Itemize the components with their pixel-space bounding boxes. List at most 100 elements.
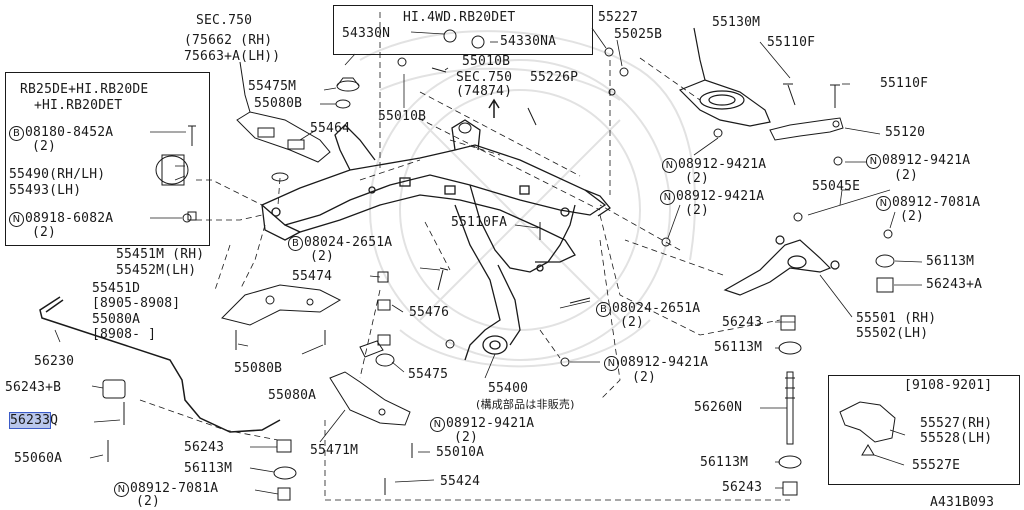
link-arm-55120 [769,117,844,141]
qty-n9421-e: (2) [454,430,479,445]
label-56233Q: 56233Q [8,412,59,429]
label-56243-c: 56243 [722,480,763,495]
nut-mark-icon: N [866,154,881,169]
nut-mark-icon: N [430,417,445,432]
leader-lines [54,27,923,495]
crossmember [260,119,611,361]
bolt-mark-icon: B [288,236,303,251]
label-55080B-b: 55080B [234,361,283,376]
mount-55527 [839,401,896,456]
label-56113M-b: 56113M [714,340,763,355]
label-55476: 55476 [409,305,450,320]
sec750-line1: (75662 (RH) [184,33,273,48]
n9421-e-num: 08912-9421A [446,416,535,431]
label-55424: 55424 [440,474,481,489]
label-55400-note: (構成部品は非販売) [476,398,575,411]
label-56243A: 56243+A [926,277,983,292]
qty-n9421-a: (2) [685,171,710,186]
n7081-b-num: 08912-7081A [130,481,219,496]
qty-n9421-b: (2) [894,168,919,183]
nut-mark-icon: N [114,482,129,497]
label-56230: 56230 [34,354,75,369]
lower-arm-55501 [723,235,840,296]
label-55010B-b: 55010B [378,109,427,124]
mount-insulators [271,77,472,182]
diagram-ref: A431B093 [930,495,995,510]
rb25-part1: 55490(RH/LH) [9,167,106,182]
b2651-a-num: 08024-2651A [304,235,393,250]
label-55502: 55502(LH) [856,326,929,341]
qty-n7081-a: (2) [900,209,925,224]
rb25-line2: +HI.RB20DET [34,98,123,113]
rear-mount-bracket [236,61,331,163]
label-54330NA: 54330NA [500,34,557,49]
label-55227: 55227 [598,10,639,25]
nut-mark-icon: N [660,190,675,205]
range-8908: [8908- ] [92,327,157,342]
label-55474: 55474 [292,269,333,284]
box-rb25de [5,72,210,246]
label-55080B-a: 55080B [254,96,303,111]
label-55120: 55120 [885,125,926,140]
label-55110F-b: 55110F [880,76,929,91]
upper-arm-55130M [678,27,771,127]
label-56260N: 56260N [694,400,743,415]
bracket-55471M [329,371,411,426]
rb25-nut-num: 08918-6082A [25,211,114,226]
n9421-d-num: 08912-9421A [620,355,709,370]
label-55080A-b: 55080A [268,388,317,403]
rb25-bolt-num: 08180-8452A [25,125,114,140]
label-55110FA: 55110FA [451,215,508,230]
label-55452M: 55452M(LH) [116,263,197,278]
nut-mark-icon: N [662,158,677,173]
nut-mark-icon: N [604,356,619,371]
label-56243-b: 56243 [184,440,225,455]
range-8905: [8905-8908] [92,296,181,311]
qty-b2651-a: (2) [310,249,335,264]
label-55471M: 55471M [310,443,359,458]
bushings [102,154,895,501]
n9421-b-num: 08912-9421A [882,153,971,168]
label-56233-suffix: Q [50,413,59,428]
rb25-nut-qty: (2) [32,225,57,240]
label-55400: 55400 [488,381,529,396]
box-hi4wd [333,5,593,55]
label-55475M: 55475M [248,79,297,94]
nut-mark-icon: N [9,212,24,227]
box9108-title: [9108-9201] [904,378,993,393]
rb25-part2: 55493(LH) [9,183,82,198]
label-56243B: 56243+B [5,380,62,395]
label-55528LH: 55528(LH) [920,431,993,446]
box-9108 [828,375,1020,485]
n7081-a-num: 08912-7081A [892,195,981,210]
label-55045E: 55045E [812,179,861,194]
label-56113M-d: 56113M [700,455,749,470]
label-55501: 55501 (RH) [856,311,937,326]
label-55475: 55475 [408,367,449,382]
sec750b-title: SEC.750 [456,70,513,85]
sec750-line2: 75663+A(LH)) [184,49,281,64]
label-55010B-a: 55010B [462,54,511,69]
label-56233-highlight[interactable]: 56233 [8,412,52,429]
label-56113M-c: 56113M [184,461,233,476]
washers-nuts [182,29,893,367]
qty-n9421-c: (2) [685,203,710,218]
rb25-line1: RB25DE+HI.RB20DE [20,82,149,97]
label-55527E: 55527E [912,458,961,473]
bracket-55451M [221,284,342,326]
n9421-a-num: 08912-9421A [678,157,767,172]
label-55060A: 55060A [14,451,63,466]
label-55451D: 55451D [92,281,141,296]
sec750-title: SEC.750 [196,13,253,28]
bolt-mark-icon: B [596,302,611,317]
